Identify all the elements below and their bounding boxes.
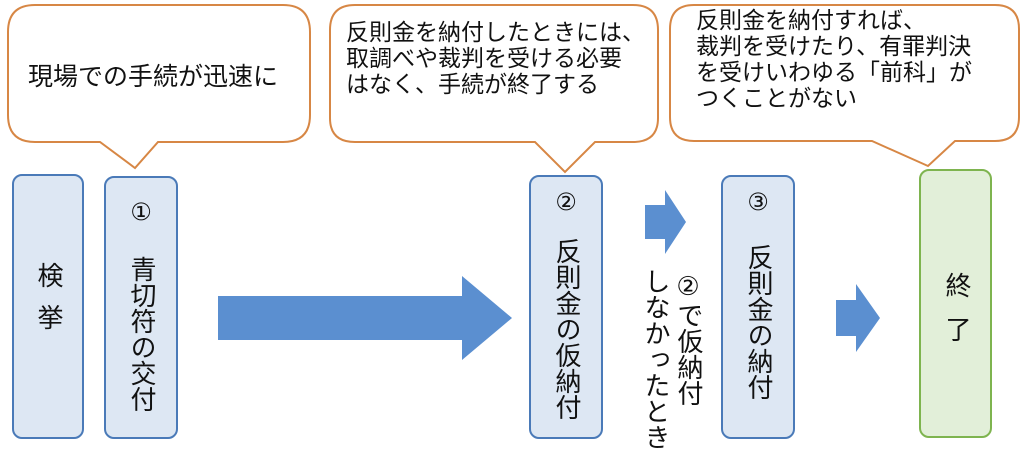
- speech-bubble-1: [7, 4, 311, 170]
- branch-note-line-2: しなかったとき: [640, 268, 670, 450]
- bubble-2-line-1: 反則金を納付したときには、: [346, 20, 645, 46]
- bubble-2-text: 反則金を納付したときには、 取調べや裁判を受ける必要 はなく、手続が終了する: [346, 20, 651, 98]
- step-2-number: ②: [555, 188, 577, 216]
- bubble-3-line-4: つくことがない: [696, 86, 857, 112]
- arrow-step3-to-end: [836, 284, 880, 352]
- step-kenkyo-label: 検挙: [33, 262, 63, 346]
- step-1-number: ①: [130, 198, 152, 226]
- step-3-box: [721, 175, 795, 439]
- speech-bubble-3: [669, 4, 1020, 168]
- bubble-3-line-1: 反則金を納付すれば、: [696, 8, 926, 34]
- bubble-3-line-3: を受けいわゆる「前科」が: [696, 60, 972, 86]
- speech-bubble-2: [329, 4, 659, 174]
- step-3-label: 反則金の納付: [743, 244, 773, 400]
- bubble-3-text: 反則金を納付すれば、 裁判を受けたり、有罪判決 を受けいわゆる「前科」が つくこ…: [696, 8, 1016, 112]
- step-3-number: ③: [747, 188, 769, 216]
- step-end-label: 終了: [941, 272, 971, 360]
- bubble-2-line-3: はなく、手続が終了する: [346, 72, 599, 98]
- step-2-box: [529, 175, 603, 439]
- step-1-label: 青切符の交付: [126, 256, 156, 412]
- arrow-step1-to-step2: [218, 276, 512, 360]
- step-end-box: [919, 169, 992, 438]
- branch-note-line-1: ②で仮納付: [673, 272, 703, 406]
- step-1-box: [104, 176, 178, 439]
- arrow-step2-to-step3: [645, 190, 686, 254]
- bubble-3-line-2: 裁判を受けたり、有罪判決: [696, 34, 972, 60]
- step-2-label: 反則金の仮納付: [551, 238, 581, 420]
- bubble-1-text: 現場での手続が迅速に: [28, 62, 279, 91]
- step-kenkyo-box: [12, 174, 84, 439]
- bubble-2-line-2: 取調べや裁判を受ける必要: [346, 46, 622, 72]
